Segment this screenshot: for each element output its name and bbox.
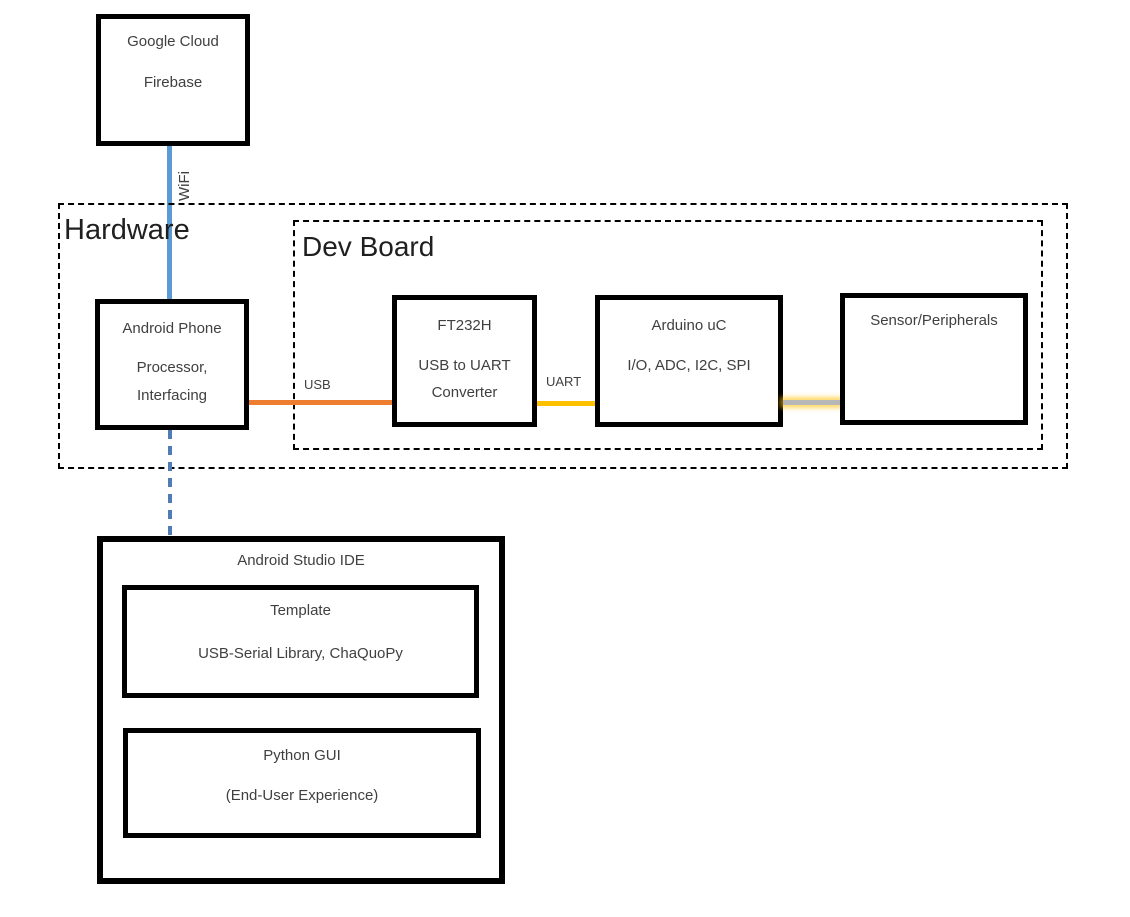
hardware-group-outline — [58, 203, 1068, 469]
dev-board-group-label: Dev Board — [302, 231, 435, 262]
sensor-peripherals-box: Sensor/Peripherals — [840, 293, 1028, 425]
ide-connector-dashed-line — [168, 430, 172, 536]
box-label: Arduino uC — [651, 317, 727, 334]
hardware-group-label: Hardware — [64, 214, 190, 246]
box-label: Interfacing — [136, 387, 208, 404]
python-gui-box: Python GUI (End-User Experience) — [123, 728, 481, 838]
uart-connector-line — [537, 401, 595, 406]
dev-board-group-outline — [293, 220, 1043, 450]
box-label: Converter — [431, 384, 498, 401]
template-box: Template USB-Serial Library, ChaQuoPy — [122, 585, 479, 698]
box-label: I/O, ADC, I2C, SPI — [627, 357, 751, 374]
box-label: Google Cloud — [127, 33, 219, 50]
box-label: USB-Serial Library, ChaQuoPy — [198, 645, 403, 662]
usb-connector-label: USB — [304, 377, 331, 392]
box-label: (End-User Experience) — [225, 787, 379, 804]
box-label: USB to UART — [418, 357, 511, 374]
box-label: Sensor/Peripherals — [870, 312, 998, 329]
usb-connector-line — [249, 400, 392, 405]
sensor-connector-line — [783, 400, 840, 405]
ft232h-converter-box: FT232H USB to UART Converter — [392, 295, 537, 427]
box-title: Android Studio IDE — [237, 552, 365, 569]
box-label: Template — [270, 602, 331, 619]
box-label: Firebase — [143, 74, 203, 91]
arduino-uc-box: Arduino uC I/O, ADC, I2C, SPI — [595, 295, 783, 427]
android-phone-box: Android Phone Processor, Interfacing — [95, 299, 249, 430]
box-label: Python GUI — [263, 747, 341, 764]
wifi-connector-label: WiFi — [176, 171, 193, 201]
box-label: Processor, — [136, 359, 208, 376]
box-label: FT232H — [437, 317, 492, 334]
wifi-connector-line — [167, 146, 172, 300]
uart-connector-label: UART — [546, 374, 582, 389]
box-label: Android Phone — [122, 320, 222, 337]
google-cloud-firebase-box: Google Cloud Firebase — [96, 14, 250, 146]
